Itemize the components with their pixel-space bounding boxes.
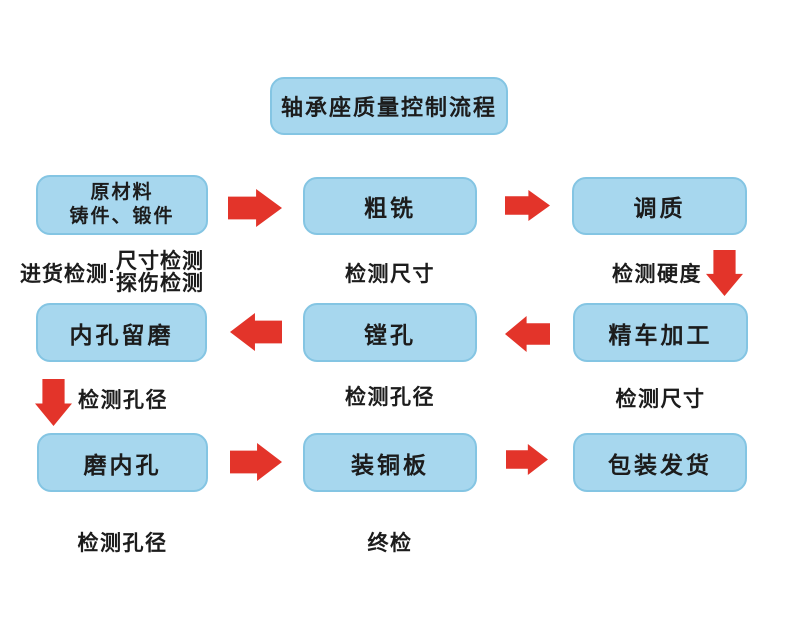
node-copper-plate-label: 装铜板 <box>351 451 429 478</box>
caption-check-bore-diameter-1: 检测孔径 <box>78 389 168 412</box>
node-reserve-grinding-label: 内孔留磨 <box>69 321 174 348</box>
caption-check-hardness: 检测硬度 <box>612 263 702 286</box>
node-grind-bore: 磨内孔 <box>37 433 208 492</box>
caption-incoming-inspection: 进货检测: 尺寸检测 探伤检测 <box>20 251 204 295</box>
flow-arrow-right-icon <box>228 189 282 227</box>
flow-arrow-right-icon <box>505 190 550 221</box>
node-boring: 镗孔 <box>303 303 477 362</box>
node-raw-material: 原材料 铸件、锻件 <box>36 175 208 235</box>
flow-arrow-right-icon <box>230 443 282 481</box>
caption-check-bore-diameter-3: 检测孔径 <box>77 532 168 555</box>
node-pack-ship: 包装发货 <box>573 433 747 492</box>
caption-incoming-line2: 探伤检测 <box>116 272 204 295</box>
node-pack-ship-label: 包装发货 <box>608 451 712 478</box>
caption-incoming-line1: 尺寸检测 <box>116 250 204 273</box>
caption-final-inspection: 终检 <box>367 532 413 555</box>
flowchart-title-box: 轴承座质量控制流程 <box>270 77 508 135</box>
node-rough-milling-label: 粗铣 <box>364 195 416 221</box>
flow-arrow-left-icon <box>505 316 550 352</box>
node-raw-material-line2: 铸件、锻件 <box>69 206 175 227</box>
caption-check-dimensions-1: 检测尺寸 <box>345 263 435 286</box>
node-rough-milling: 粗铣 <box>303 177 477 235</box>
node-tempering-label: 调质 <box>633 195 686 221</box>
flow-arrow-down-icon <box>706 250 743 296</box>
flowchart-title: 轴承座质量控制流程 <box>280 95 497 120</box>
caption-check-bore-diameter-2: 检测孔径 <box>345 386 435 409</box>
caption-check-dimensions-2: 检测尺寸 <box>615 388 706 411</box>
flow-arrow-left-icon <box>230 313 282 351</box>
node-fine-turning-label: 精车加工 <box>608 321 713 348</box>
flow-arrow-right-icon <box>506 444 548 475</box>
node-boring-label: 镗孔 <box>364 321 416 348</box>
flow-arrow-down-icon <box>35 379 72 426</box>
node-tempering: 调质 <box>572 177 747 235</box>
node-reserve-grinding: 内孔留磨 <box>36 303 207 362</box>
node-copper-plate: 装铜板 <box>303 433 477 492</box>
node-grind-bore-label: 磨内孔 <box>83 451 162 478</box>
node-fine-turning: 精车加工 <box>573 303 748 362</box>
node-raw-material-line1: 原材料 <box>90 182 154 204</box>
caption-incoming-prefix: 进货检测: <box>20 263 116 286</box>
